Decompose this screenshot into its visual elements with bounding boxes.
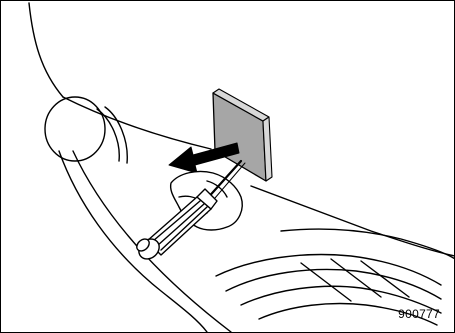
fog-lamp — [45, 97, 127, 163]
figure-code: 900777 — [398, 307, 440, 321]
